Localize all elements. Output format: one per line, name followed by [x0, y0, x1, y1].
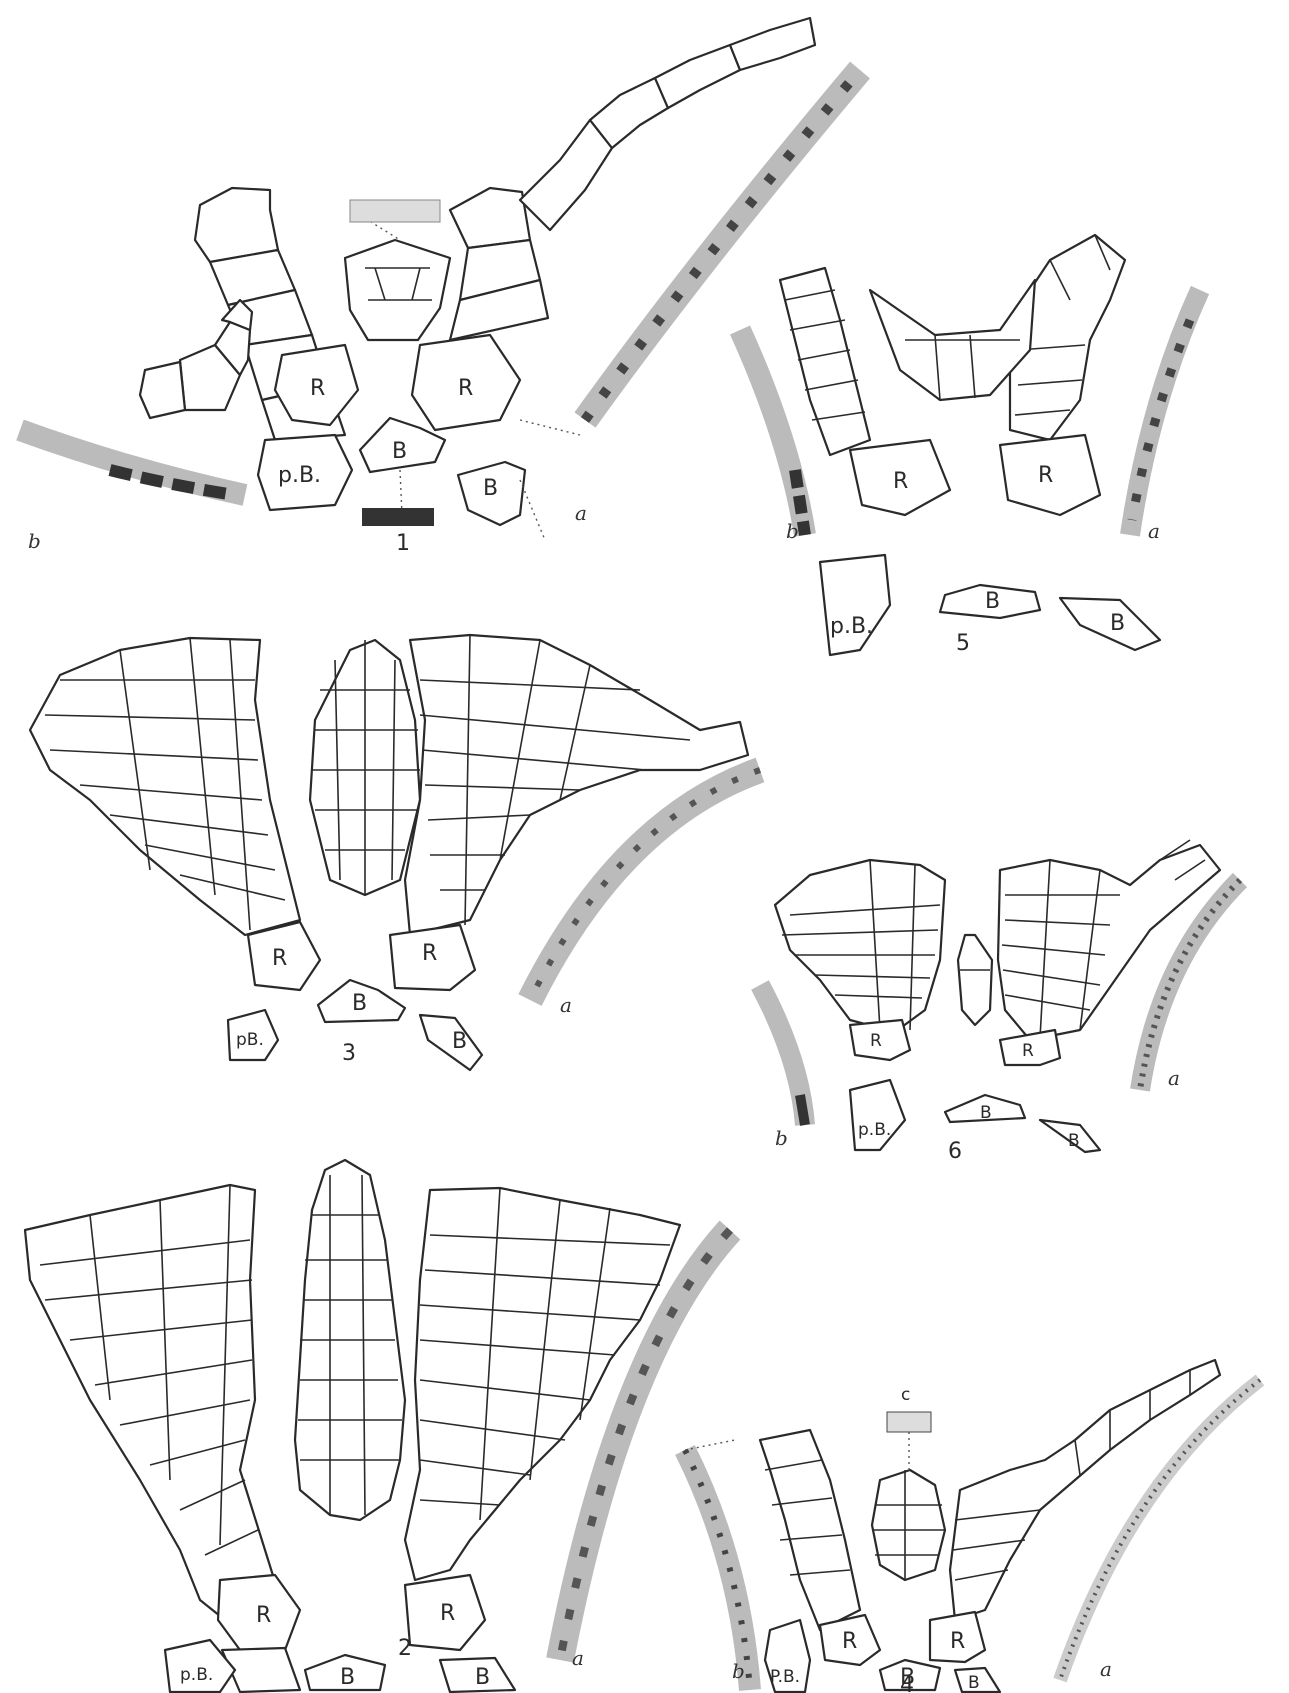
fig1-radial-left-label: R — [310, 376, 325, 401]
fig2-posterior-basal-label: p.B. — [180, 1665, 213, 1685]
fig6-basal-right-label: B — [1068, 1131, 1080, 1151]
fig4-number: 4 — [900, 1673, 914, 1693]
fig6-posterior-basal-label: p.B. — [858, 1120, 891, 1140]
figure-4: R R c P.B. B B b a 4 — [685, 1360, 1260, 1693]
fig4-stem-c-section — [887, 1412, 931, 1432]
fig3-stem-a — [530, 770, 760, 1000]
fig6-radial-left-label: R — [870, 1031, 882, 1051]
fig5-posterior-basal-label: p.B. — [830, 614, 873, 639]
fig2-anal-x — [295, 1160, 405, 1520]
fig1-stem-a-label: a — [575, 501, 587, 525]
fig3-basal-right-label: B — [452, 1029, 467, 1054]
fig4-radial-right-label: R — [950, 1629, 965, 1654]
figure-1: R R p.B. B B b a 1 — [20, 18, 860, 556]
fig4-basal-right-label: B — [968, 1673, 980, 1693]
fig4-stem-c-label: c — [901, 1385, 910, 1405]
figure-3: R R pB. B B a 3 — [30, 635, 760, 1070]
fig2-stem-a-label: a — [572, 1646, 584, 1670]
fig5-basal-right-label: B — [1110, 611, 1125, 636]
fig2-radial-right-label: R — [440, 1601, 455, 1626]
figure-5: R R p.B. B B b a 5 — [740, 235, 1200, 656]
fig6-stem-b-label: b — [775, 1126, 788, 1150]
fig3-anal-x — [310, 640, 420, 895]
fig4-right-arm — [950, 1360, 1220, 1620]
fig3-radial-left-label: R — [272, 946, 287, 971]
fig1-basal-center-label: B — [392, 439, 407, 464]
fig4-stem-b-label: b — [732, 1659, 745, 1683]
fig3-stem-a-label: a — [560, 993, 572, 1017]
fig1-radial-right-label: R — [458, 376, 473, 401]
fig6-basal-center-label: B — [980, 1103, 992, 1123]
fig6-stem-a-label: a — [1168, 1066, 1180, 1090]
fig1-number: 1 — [396, 531, 410, 556]
fig6-radial-right-label: R — [1022, 1041, 1034, 1061]
fig5-stem-a-label: a — [1148, 519, 1160, 543]
fig5-radial-right-label: R — [1038, 463, 1053, 488]
fig5-stem-a — [1130, 290, 1200, 535]
figure-6: R R p.B. B B b a 6 — [760, 840, 1240, 1164]
fig2-number: 2 — [398, 1636, 412, 1661]
fig5-basal-center-label: B — [985, 589, 1000, 614]
fig4-posterior-basal-label: P.B. — [770, 1667, 800, 1687]
fig3-basal-right — [420, 1015, 482, 1070]
fig5-stem-b — [740, 330, 805, 535]
fig3-posterior-basal-label: pB. — [236, 1030, 264, 1050]
fig4-stem-a-label: a — [1100, 1657, 1112, 1681]
fig6-anal-x — [958, 935, 992, 1025]
fig1-stem-section — [362, 508, 434, 526]
fig2-radial-left-label: R — [256, 1603, 271, 1628]
fig3-basal-center-label: B — [352, 991, 367, 1016]
fig2-left-arm-fan — [25, 1185, 290, 1640]
fig3-left-arm-fan — [30, 638, 300, 935]
fig4-stem-b — [685, 1450, 750, 1690]
fig1-small-arm — [140, 300, 252, 418]
figure-2: R R p.B. B B a 2 — [25, 1160, 730, 1692]
fig4-left-arm — [760, 1430, 860, 1630]
fig1-posterior-basal-label: p.B. — [278, 463, 321, 488]
fig6-number: 6 — [948, 1139, 962, 1164]
fig1-stem-b-label: b — [28, 529, 41, 553]
fig4-anal-x — [872, 1470, 945, 1580]
fig4-radial-left-label: R — [842, 1629, 857, 1654]
fig1-stem-section-top — [350, 200, 440, 222]
fig5-stem-b-label: b — [786, 519, 799, 543]
fig4-stem-a — [1060, 1380, 1260, 1680]
fig3-number: 3 — [342, 1041, 356, 1066]
fig2-basal-center-label: B — [340, 1665, 355, 1690]
fig2-basal-right-label: B — [475, 1665, 490, 1690]
fig5-posterior-basal — [820, 555, 890, 655]
fig1-stem-b — [20, 430, 245, 495]
fig5-number: 5 — [956, 631, 970, 656]
fig3-radial-right-label: R — [422, 941, 437, 966]
fig3-right-arm-fan — [405, 635, 748, 935]
fig1-basal-right-label: B — [483, 476, 498, 501]
fig5-radial-left-label: R — [893, 469, 908, 494]
fig1-anal-x — [345, 240, 450, 340]
fig6-stem-b — [760, 985, 805, 1125]
fig6-left-fan — [775, 860, 945, 1032]
